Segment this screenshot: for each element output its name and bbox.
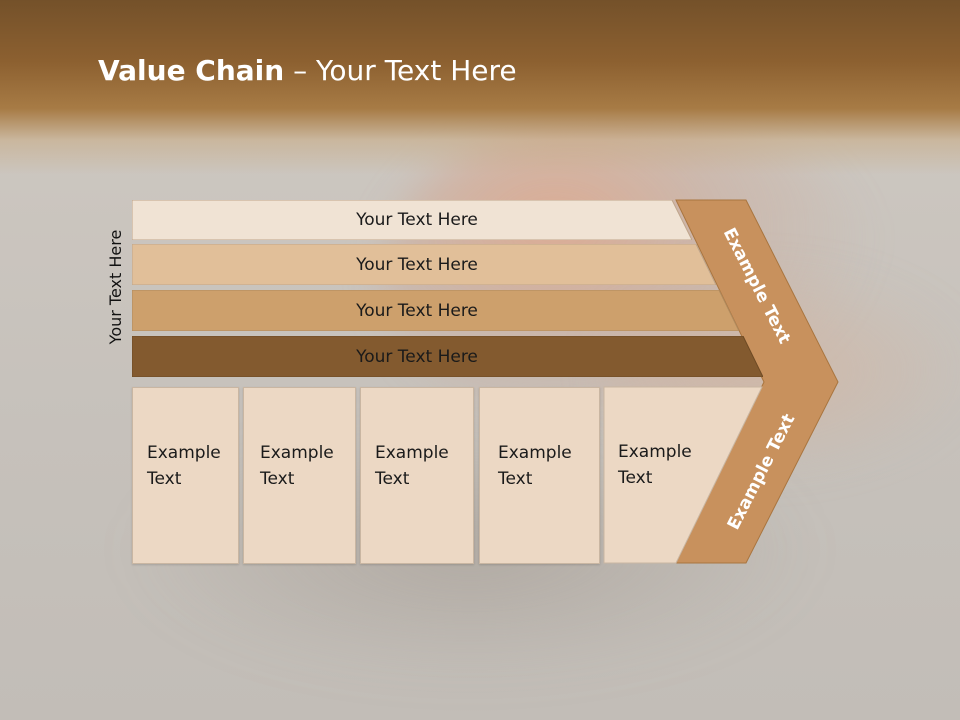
column-4-line-1: Example — [498, 443, 572, 463]
band-1: Your Text Here — [132, 200, 692, 240]
band-4-label: Your Text Here — [356, 346, 478, 367]
band-3: Your Text Here — [132, 290, 739, 331]
column-2-line-2: Text — [260, 469, 295, 489]
column-1: Example Text — [132, 387, 239, 564]
column-2: Example Text — [243, 387, 356, 564]
band-1-shape — [132, 200, 692, 240]
column-5-line-2: Text — [618, 468, 653, 488]
column-2-text: Example Text — [260, 440, 334, 492]
column-2-line-1: Example — [260, 443, 334, 463]
band-3-shape — [132, 290, 739, 331]
band-3-label: Your Text Here — [356, 300, 478, 321]
column-3-line-1: Example — [375, 443, 449, 463]
column-4-text: Example Text — [498, 440, 572, 492]
column-3-text: Example Text — [375, 440, 449, 492]
column-1-line-1: Example — [147, 443, 221, 463]
band-2: Your Text Here — [132, 244, 716, 285]
column-5-line-1: Example — [618, 442, 692, 462]
header-band — [0, 0, 960, 175]
band-4-shape — [132, 336, 763, 377]
slide-title-rest: – Your Text Here — [284, 54, 517, 87]
column-1-text: Example Text — [147, 440, 221, 492]
band-2-label: Your Text Here — [356, 254, 478, 275]
column-4-line-2: Text — [498, 469, 533, 489]
column-3-line-2: Text — [375, 469, 410, 489]
slide-title: Value Chain – Your Text Here — [98, 54, 517, 87]
column-1-line-2: Text — [147, 469, 182, 489]
band-2-shape — [132, 244, 716, 285]
band-4: Your Text Here — [132, 336, 763, 377]
band-1-label: Your Text Here — [356, 210, 478, 230]
column-3: Example Text — [360, 387, 474, 564]
slide-title-bold: Value Chain — [98, 54, 285, 87]
column-5-text: Example Text — [618, 439, 692, 491]
column-4: Example Text — [479, 387, 600, 564]
